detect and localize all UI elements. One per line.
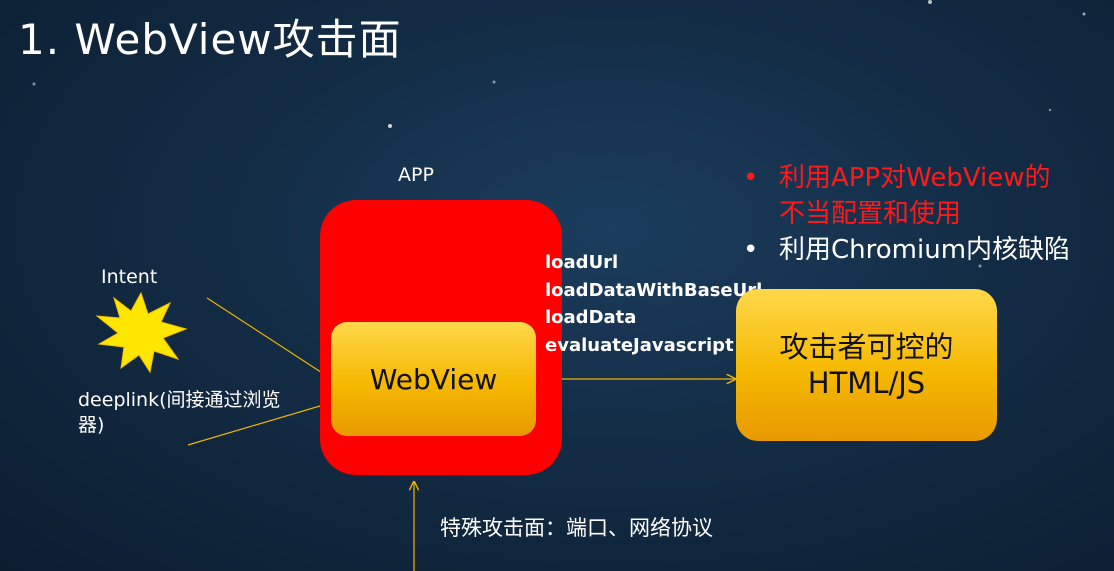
target-line-2: HTML/JS xyxy=(807,366,926,400)
deeplink-arrow xyxy=(187,403,330,446)
bullet-dot: • xyxy=(743,163,759,193)
webview-label: WebView xyxy=(369,362,498,396)
bullet-item-chromium: • 利用Chromium内核缺陷 xyxy=(743,232,1070,268)
method-item: loadUrl xyxy=(545,252,619,273)
target-line-1: 攻击者可控的 xyxy=(779,330,954,364)
attacker-content-box: 攻击者可控的 HTML/JS xyxy=(736,289,997,441)
background-stars xyxy=(32,0,1086,268)
bullet-text: 利用Chromium内核缺陷 xyxy=(779,235,1071,265)
method-item: evaluateJavascript xyxy=(545,334,734,356)
intent-arrow xyxy=(206,297,330,378)
intent-label: Intent xyxy=(101,266,158,288)
deeplink-label: deeplink(间接通过浏览器) xyxy=(78,389,281,436)
bullet-text: 利用APP对WebView的 xyxy=(779,163,1051,193)
bullet-text: 不当配置和使用 xyxy=(779,199,962,229)
method-item: loadDataWithBaseUrl xyxy=(545,279,763,301)
slide-title: 1. WebView攻击面 xyxy=(18,15,402,64)
webview-methods-list: loadUrl loadDataWithBaseUrl loadData eva… xyxy=(545,249,762,359)
app-label: APP xyxy=(398,164,434,186)
attack-bullets: • 利用APP对WebView的 不当配置和使用 • 利用Chromium内核缺… xyxy=(743,160,1070,268)
method-item: loadData xyxy=(545,307,637,328)
special-surface-label: 特殊攻击面：端口、网络协议 xyxy=(440,516,713,540)
webview-box: WebView xyxy=(331,322,536,436)
bullet-item-config: • 利用APP对WebView的 不当配置和使用 xyxy=(743,160,1070,232)
bullet-dot: • xyxy=(743,235,759,265)
starburst-icon xyxy=(95,291,188,374)
